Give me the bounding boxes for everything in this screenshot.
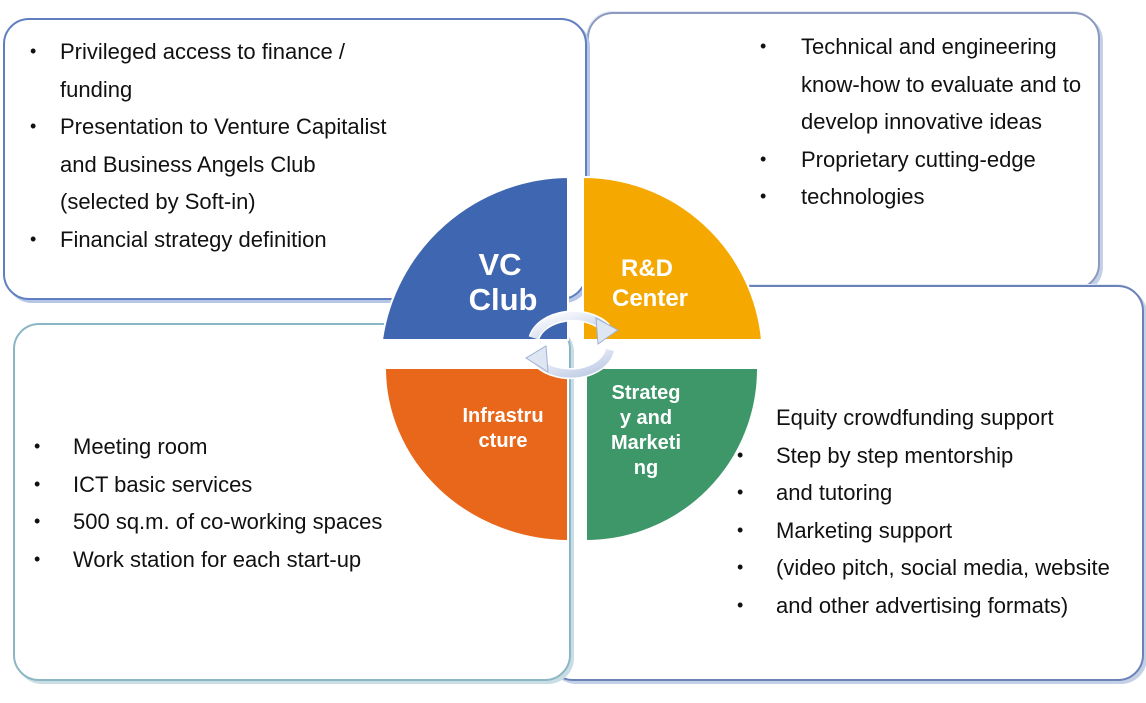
- bullet-icon: •: [34, 436, 41, 456]
- bullet-icon: •: [737, 482, 744, 502]
- list-item: •technologies: [760, 178, 1090, 216]
- rd-center-quadrant: [582, 175, 764, 341]
- quadrant-diagram: VC Club R&D Center Infrastru cture Strat…: [380, 175, 764, 543]
- list-item: •Financial strategy definition: [30, 221, 400, 259]
- bullet-icon: •: [760, 148, 767, 169]
- list-item: •Technical and engineering know-how to e…: [760, 28, 1090, 141]
- bullet-icon: •: [737, 519, 744, 540]
- list-item: •Marketing support: [737, 512, 1137, 550]
- strategy-marketing-quadrant: [585, 367, 760, 543]
- list-item: •Step by step mentorship: [737, 437, 1137, 475]
- bullet-icon: •: [737, 594, 744, 615]
- strategy-title-line4: ng: [634, 457, 658, 479]
- cycle-arrows-icon: [525, 310, 619, 380]
- vc-club-quadrant: [380, 175, 569, 341]
- list-item: •Work station for each start-up: [34, 541, 384, 579]
- bullet-icon: •: [737, 444, 744, 465]
- rd-center-title-line2: Center: [612, 285, 688, 312]
- bullet-icon: •: [737, 557, 744, 577]
- list-item: •(video pitch, social media, website: [737, 549, 1137, 587]
- vc-club-list: •Privileged access to finance / funding …: [30, 33, 400, 258]
- bullet-icon: •: [34, 473, 41, 494]
- bullet-icon: •: [34, 548, 41, 569]
- bullet-icon: •: [30, 228, 37, 249]
- infrastructure-quadrant: [383, 367, 569, 543]
- list-item: •500 sq.m. of co-working spaces: [34, 503, 384, 541]
- list-item: •and tutoring: [737, 474, 1137, 512]
- strategy-title-line1: Strateg: [612, 382, 681, 404]
- bullet-icon: •: [760, 186, 767, 206]
- list-item: •Proprietary cutting-edge: [760, 141, 1090, 179]
- list-item: •Meeting room: [34, 428, 384, 466]
- rd-center-title-line1: R&D: [621, 255, 673, 282]
- list-item: •Presentation to Venture Capitalist and …: [30, 108, 400, 221]
- infrastructure-title-line1: Infrastru: [462, 405, 543, 427]
- bullet-icon: •: [30, 41, 37, 61]
- list-item: •Privileged access to finance / funding: [30, 33, 400, 108]
- strategy-title-line2: y and: [620, 407, 672, 429]
- bullet-icon: •: [34, 511, 41, 531]
- strategy-marketing-list: Equity crowdfunding support •Step by ste…: [737, 399, 1137, 624]
- bullet-icon: •: [760, 36, 767, 56]
- infrastructure-list: •Meeting room •ICT basic services •500 s…: [34, 428, 384, 578]
- bullet-icon: •: [30, 116, 37, 136]
- rd-center-list: •Technical and engineering know-how to e…: [760, 28, 1090, 216]
- vc-club-title-line2: Club: [469, 282, 538, 317]
- list-heading: Equity crowdfunding support: [776, 405, 1054, 430]
- list-item: •and other advertising formats): [737, 587, 1137, 625]
- strategy-title-line3: Marketi: [611, 432, 681, 454]
- list-item: •ICT basic services: [34, 466, 384, 504]
- infrastructure-title-line2: cture: [479, 430, 528, 452]
- vc-club-title-line1: VC: [478, 247, 521, 282]
